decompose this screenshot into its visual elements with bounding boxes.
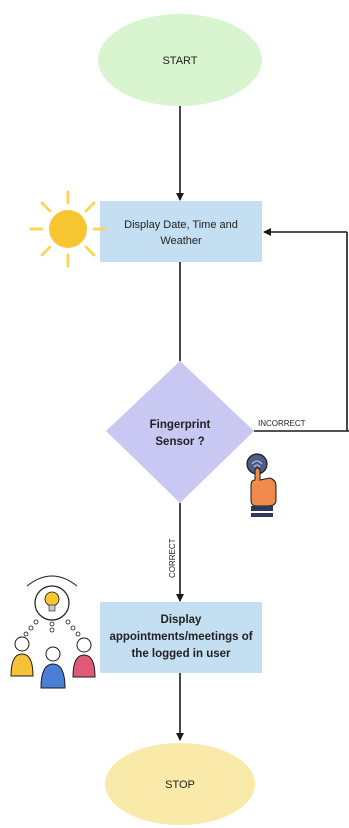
start-label: START bbox=[162, 55, 197, 67]
display-weather-node: Display Date, Time and Weather bbox=[100, 201, 262, 262]
appointments-label-line3: the logged in user bbox=[131, 648, 231, 660]
fingerprint-hand-icon bbox=[246, 453, 277, 517]
start-node: START bbox=[98, 14, 262, 106]
display-weather-label-line1: Display Date, Time and bbox=[124, 219, 238, 231]
sun-icon bbox=[29, 190, 107, 268]
stop-label: STOP bbox=[165, 779, 195, 791]
connector-lines bbox=[176, 105, 349, 741]
fingerprint-decision-node: Fingerprint Sensor ? bbox=[106, 361, 254, 503]
appointments-label-line1: Display bbox=[161, 614, 203, 626]
decision-label-line2: Sensor ? bbox=[155, 436, 204, 448]
stop-node: STOP bbox=[105, 743, 255, 825]
correct-label: CORRECT bbox=[168, 538, 177, 578]
appointments-label-line2: appointments/meetings of bbox=[109, 631, 252, 643]
team-idea-icon bbox=[10, 575, 96, 689]
display-weather-label-line2: Weather bbox=[160, 235, 202, 247]
decision-label-line1: Fingerprint bbox=[150, 419, 211, 431]
appointments-node: Display appointments/meetings of the log… bbox=[100, 602, 262, 673]
incorrect-label: INCORRECT bbox=[258, 419, 306, 428]
